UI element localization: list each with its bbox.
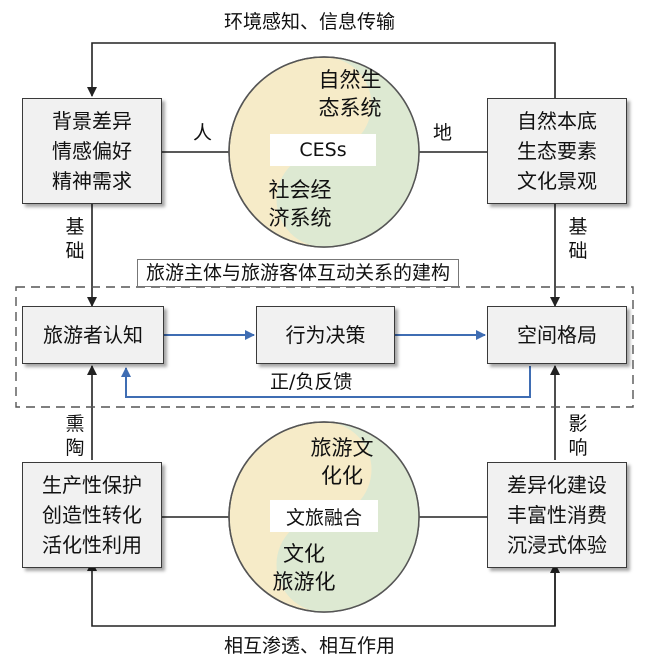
top-circle-center-label: CESs	[270, 134, 376, 166]
label-xuntao: 熏 陶	[64, 412, 86, 460]
box-bl-line-1: 生产性保护	[42, 473, 142, 497]
bottom-circle-center-label: 文旅融合	[270, 500, 378, 532]
xuntao-1: 熏	[65, 413, 85, 435]
frame-title: 旅游主体与旅游客体互动关系的建构	[137, 259, 460, 287]
box-bottom-left: 生产性保护 创造性转化 活化性利用	[22, 462, 162, 568]
jichu-left-2: 础	[65, 240, 85, 262]
box-top-left: 背景差异 情感偏好 精神需求	[22, 98, 162, 204]
top-yellow-line-1: 社会经	[268, 178, 332, 202]
bottom-green-line-2: 化化	[321, 464, 363, 488]
box-tr-line-2: 生态要素	[517, 139, 597, 163]
box-bl-line-2: 创造性转化	[42, 503, 142, 527]
box-br-line-1: 差异化建设	[507, 473, 607, 497]
label-jichu-left: 基 础	[64, 215, 86, 263]
box-spatial-pattern: 空间格局	[487, 306, 627, 364]
bottom-yellow-line-2: 旅游化	[272, 570, 336, 594]
top-loop-line	[87, 42, 556, 98]
jichu-right-2: 础	[568, 240, 588, 262]
feedback-arrow	[121, 366, 531, 398]
top-circle-green-text: 自然生 态系统	[300, 66, 400, 122]
box-bottom-right: 差异化建设 丰富性消费 沉浸式体验	[487, 462, 627, 568]
feedback-label: 正/负反馈	[270, 371, 353, 393]
top-green-line-1: 自然生	[318, 68, 382, 92]
bottom-circle-green-text: 旅游文 化化	[292, 434, 392, 490]
bottom-yellow-line-1: 文化	[283, 542, 325, 566]
yingxiang-1: 影	[568, 413, 588, 435]
label-yingxiang: 影 响	[567, 412, 589, 460]
box-tr-line-3: 文化景观	[517, 169, 597, 193]
jichu-left-1: 基	[65, 216, 85, 238]
label-ren: 人	[193, 122, 213, 144]
dashed-frame	[15, 286, 634, 408]
box-tl-line-3: 精神需求	[52, 169, 132, 193]
yingxiang-2: 响	[568, 437, 588, 459]
jichu-right-1: 基	[568, 216, 588, 238]
box-bl-line-3: 活化性利用	[42, 533, 142, 557]
bottom-green-line-1: 旅游文	[310, 436, 374, 460]
top-label: 环境感知、信息传输	[224, 11, 396, 33]
label-jichu-right: 基 础	[567, 215, 589, 263]
label-di: 地	[433, 122, 453, 144]
top-green-line-2: 态系统	[318, 96, 382, 120]
xuntao-2: 陶	[65, 437, 85, 459]
box-cognition: 旅游者认知	[22, 306, 164, 364]
box-tl-line-2: 情感偏好	[52, 139, 132, 163]
top-yellow-line-2: 济系统	[268, 206, 332, 230]
box-br-line-2: 丰富性消费	[507, 503, 607, 527]
bottom-label: 相互渗透、相互作用	[224, 635, 396, 657]
box-decision: 行为决策	[256, 306, 395, 364]
top-circle-yellow-text: 社会经 济系统	[250, 176, 350, 232]
box-top-right: 自然本底 生态要素 文化景观	[487, 98, 627, 204]
box-tr-line-1: 自然本底	[517, 109, 597, 133]
bottom-circle-yellow-text: 文化 旅游化	[254, 540, 354, 596]
box-br-line-3: 沉浸式体验	[507, 533, 607, 557]
box-tl-line-1: 背景差异	[52, 109, 132, 133]
